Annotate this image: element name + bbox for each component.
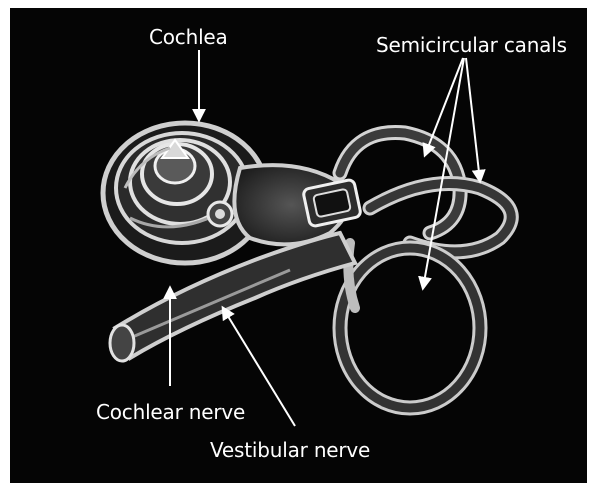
cochlea-label: Cochlea	[149, 26, 228, 48]
arrow-semicircular-canal-2	[466, 58, 480, 181]
vestibular-nerve-label: Vestibular nerve	[210, 439, 370, 461]
inner-ear-figure: Cochlea Semicircular canals Cochlear ner…	[10, 8, 587, 483]
arrow-semicircular-canal-1	[425, 58, 463, 155]
semicircular-canals-label: Semicircular canals	[376, 34, 567, 56]
cochlear-nerve-label: Cochlear nerve	[96, 401, 245, 423]
